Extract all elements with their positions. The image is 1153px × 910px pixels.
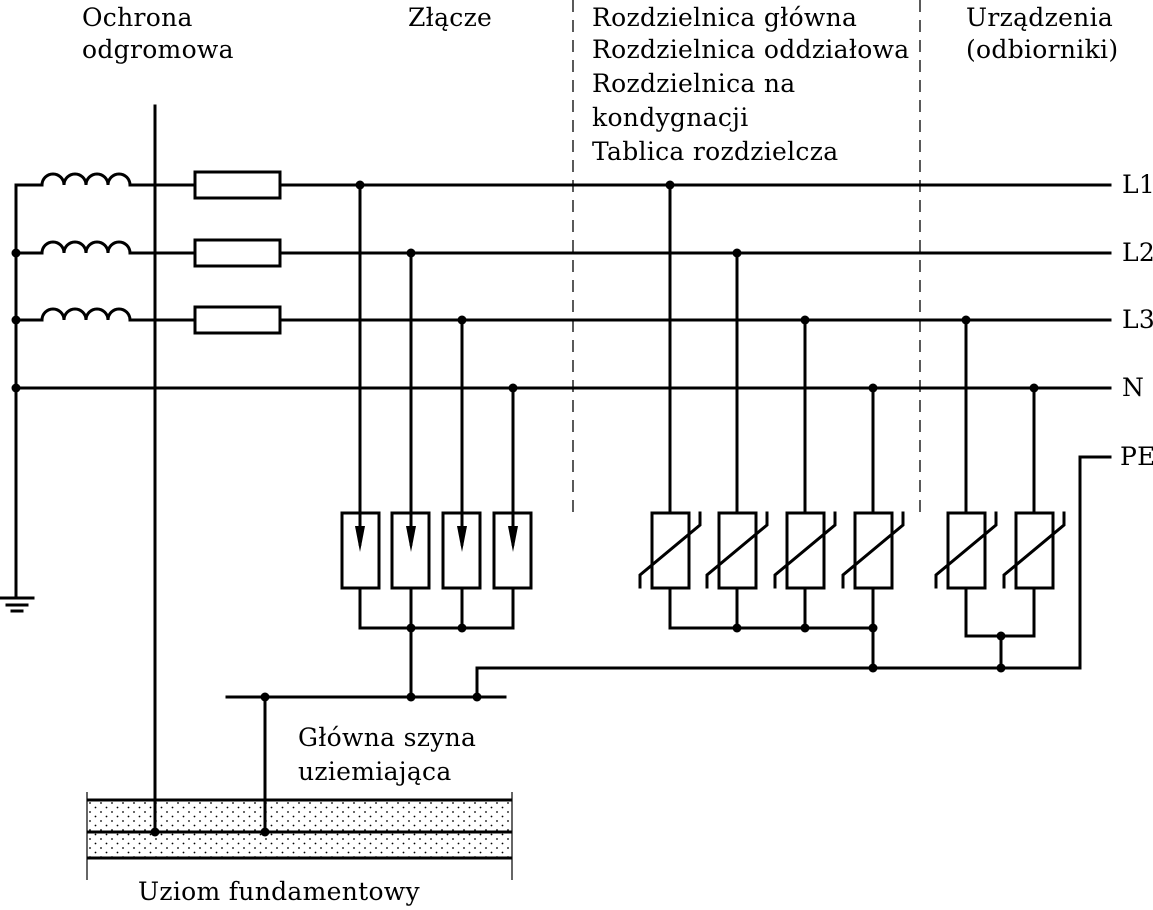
ground-icon — [0, 596, 35, 613]
zone-label-distribution-5: Tablica rozdzielcza — [592, 137, 839, 166]
fuse-icons — [193, 170, 282, 335]
zone-separators — [572, 0, 921, 518]
conductor-lines — [14, 183, 1112, 699]
zone-label-distribution-1: Rozdzielnica główna — [592, 3, 858, 32]
zone-label-distribution-4: kondygnacji — [592, 103, 749, 132]
busbar-label-2: uziemiająca — [298, 757, 452, 786]
fuse-icon — [193, 238, 282, 268]
zone-label-lightning-1: Ochrona — [82, 3, 193, 32]
zone-label-distribution-3: Rozdzielnica na — [592, 69, 796, 98]
conductor-label-l1: L1 — [1122, 170, 1153, 199]
conductor-label-l3: L3 — [1122, 305, 1153, 334]
spark-gap-arresters — [340, 183, 533, 699]
conductor-label-pe: PE — [1120, 442, 1153, 471]
device-varistors — [934, 318, 1066, 670]
conductor-label-l2: L2 — [1122, 238, 1153, 267]
junction-dots — [11, 180, 1039, 837]
zone-label-devices-1: Urządzenia — [966, 3, 1114, 32]
source-bus — [14, 183, 44, 600]
fuse-icon — [193, 305, 282, 335]
transformer-coil-icon — [14, 172, 132, 322]
zone-label-devices-2: (odbiorniki) — [966, 35, 1119, 64]
foundation-label: Uziom fundamentowy — [138, 877, 420, 906]
fuse-icon — [193, 170, 282, 200]
zone-label-lightning-2: odgromowa — [82, 35, 234, 64]
zone-label-distribution-2: Rozdzielnica oddziałowa — [592, 35, 910, 64]
distribution-varistors — [638, 183, 905, 670]
arrow-heads — [355, 526, 518, 552]
busbar-label-1: Główna szyna — [298, 723, 477, 752]
conductor-pe — [475, 455, 1112, 699]
zone-label-connection: Złącze — [408, 3, 493, 32]
foundation-electrode — [86, 792, 513, 880]
conductor-label-n: N — [1122, 373, 1145, 402]
